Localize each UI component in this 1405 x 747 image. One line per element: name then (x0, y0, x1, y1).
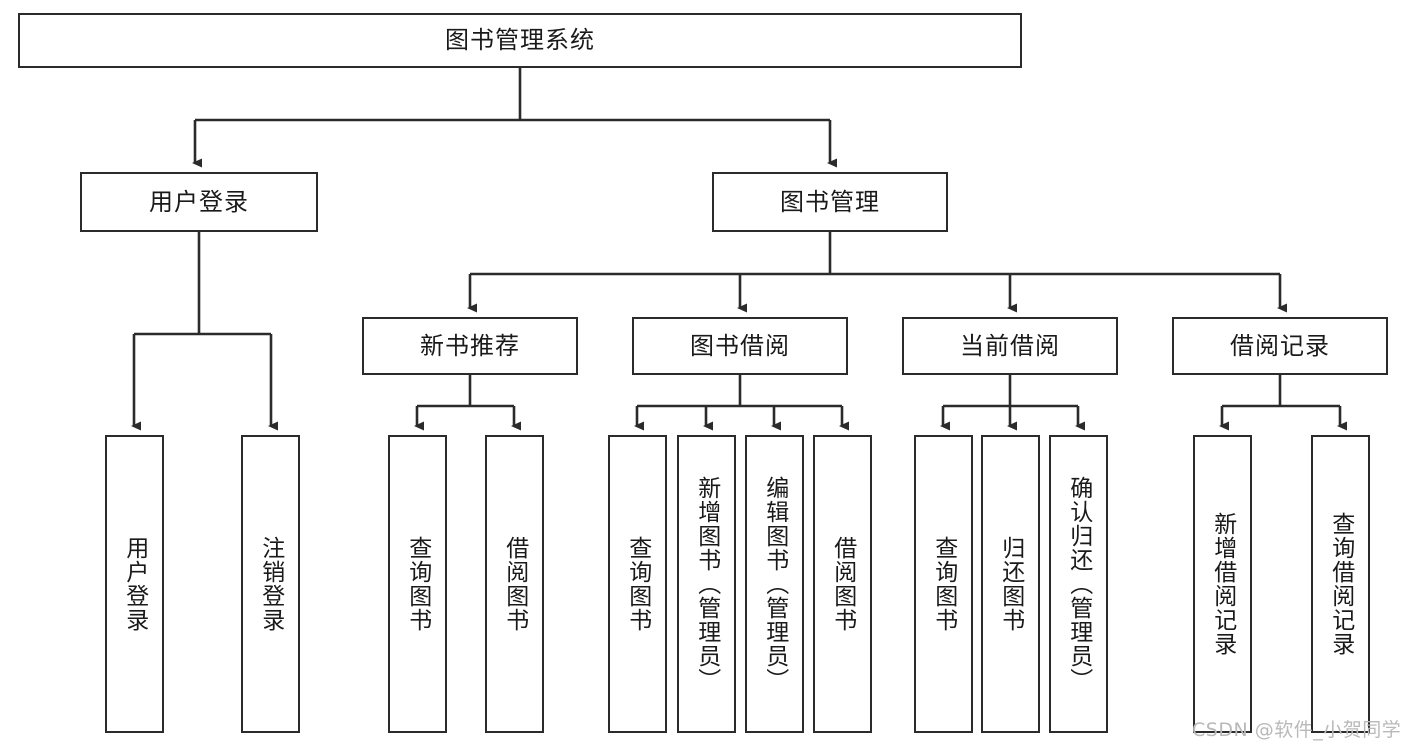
node-label: 查询借阅记录 (1327, 512, 1354, 656)
leaf-confirm-return-admin[interactable]: 确认归还（管理员） (1049, 435, 1108, 733)
leaf-add-borrow-record[interactable]: 新增借阅记录 (1193, 435, 1252, 733)
leaf-borrow-book[interactable]: 借阅图书 (813, 435, 872, 733)
node-book-borrow[interactable]: 图书借阅 (632, 317, 848, 375)
node-label: 新增图书（管理员） (693, 476, 720, 692)
leaf-query-book-current[interactable]: 查询图书 (914, 435, 973, 733)
node-label: 图书管理系统 (445, 26, 595, 55)
node-root-system[interactable]: 图书管理系统 (18, 13, 1022, 68)
node-user-login[interactable]: 用户登录 (80, 172, 318, 232)
node-label: 新增借阅记录 (1209, 512, 1236, 656)
node-label: 查询图书 (404, 536, 431, 632)
node-label: 借阅图书 (501, 536, 528, 632)
node-label: 查询图书 (624, 536, 651, 632)
node-book-manage[interactable]: 图书管理 (712, 172, 948, 232)
node-borrow-record[interactable]: 借阅记录 (1172, 317, 1388, 375)
node-label: 当前借阅 (960, 331, 1060, 360)
leaf-user-login[interactable]: 用户登录 (105, 435, 164, 733)
leaf-logout[interactable]: 注销登录 (241, 435, 300, 733)
node-label: 图书管理 (780, 187, 880, 216)
node-label: 确认归还（管理员） (1065, 476, 1092, 692)
leaf-edit-book-admin[interactable]: 编辑图书（管理员） (745, 435, 804, 733)
leaf-query-book[interactable]: 查询图书 (608, 435, 667, 733)
node-label: 借阅记录 (1230, 331, 1330, 360)
node-new-book-recommend[interactable]: 新书推荐 (362, 317, 578, 375)
leaf-add-book-admin[interactable]: 新增图书（管理员） (677, 435, 736, 733)
node-label: 新书推荐 (420, 331, 520, 360)
leaf-return-book[interactable]: 归还图书 (981, 435, 1040, 733)
node-label: 编辑图书（管理员） (761, 476, 788, 692)
leaf-query-book-recommend[interactable]: 查询图书 (388, 435, 447, 733)
node-label: 归还图书 (997, 536, 1024, 632)
node-label: 借阅图书 (829, 536, 856, 632)
leaf-query-borrow-record[interactable]: 查询借阅记录 (1311, 435, 1370, 733)
node-label: 用户登录 (149, 187, 249, 216)
node-label: 用户登录 (121, 536, 148, 632)
watermark: CSDN @软件_小贺同学 (1192, 719, 1402, 741)
node-current-borrow[interactable]: 当前借阅 (902, 317, 1118, 375)
node-label: 图书借阅 (690, 331, 790, 360)
leaf-borrow-book-recommend[interactable]: 借阅图书 (485, 435, 544, 733)
node-label: 查询图书 (930, 536, 957, 632)
node-label: 注销登录 (257, 536, 284, 632)
